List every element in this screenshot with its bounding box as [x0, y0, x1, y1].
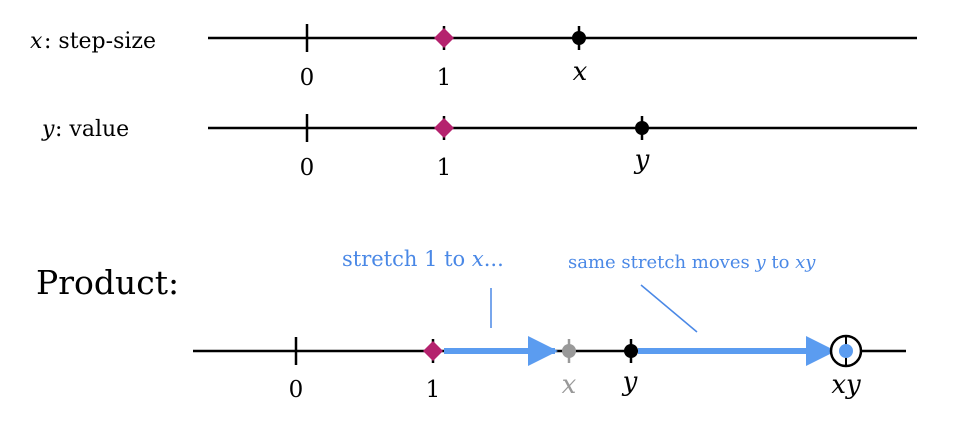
product-ghost-x-dot: [562, 344, 576, 358]
row-y-var: y: [41, 117, 55, 142]
row-y-point-dot: [635, 121, 649, 135]
row-x-label: : step-size: [44, 29, 156, 54]
note-right-pointer: [640, 284, 698, 333]
note-stretch-right: same stretch moves y to xy: [568, 252, 816, 273]
row-y-point-label: y: [634, 145, 650, 175]
product-xy-dot: [839, 344, 853, 358]
note-right-prefix: same stretch moves: [568, 252, 755, 273]
note-left-suffix: ...: [484, 247, 504, 271]
row-x-point-label: x: [573, 57, 588, 87]
row-y-value: y : value 0 1 y: [41, 114, 917, 181]
row-y-label: : value: [55, 117, 129, 142]
product-row: Product: stretch 1 to x... same stretch …: [36, 247, 906, 403]
row-y-tick-0-label: 0: [300, 155, 315, 181]
row-x-step-size: x : step-size 0 1 x: [30, 24, 917, 91]
note-left-prefix: stretch 1 to: [342, 247, 472, 271]
product-xy-label: xy: [831, 370, 861, 400]
row-x-tick-1-label: 1: [437, 65, 452, 91]
row-x-one-marker: [434, 28, 454, 48]
note-right-var1: y: [754, 252, 766, 273]
note-left-var: x: [472, 247, 484, 271]
note-stretch-left: stretch 1 to x...: [342, 247, 504, 271]
row-x-tick-0-label: 0: [300, 65, 315, 91]
row-y-one-marker: [434, 118, 454, 138]
product-one-marker: [423, 341, 443, 361]
row-y-tick-1-label: 1: [437, 155, 452, 181]
product-y-label: y: [622, 367, 638, 397]
note-right-var2: xy: [795, 252, 816, 273]
product-ghost-x-label: x: [562, 370, 577, 400]
product-y-dot: [624, 344, 638, 358]
row-x-var: x: [30, 29, 43, 54]
product-tick-0-label: 0: [289, 377, 304, 403]
row-x-point-dot: [572, 31, 586, 45]
note-right-middle: to: [766, 252, 796, 273]
product-tick-1-label: 1: [426, 377, 441, 403]
product-title: Product:: [36, 263, 179, 302]
